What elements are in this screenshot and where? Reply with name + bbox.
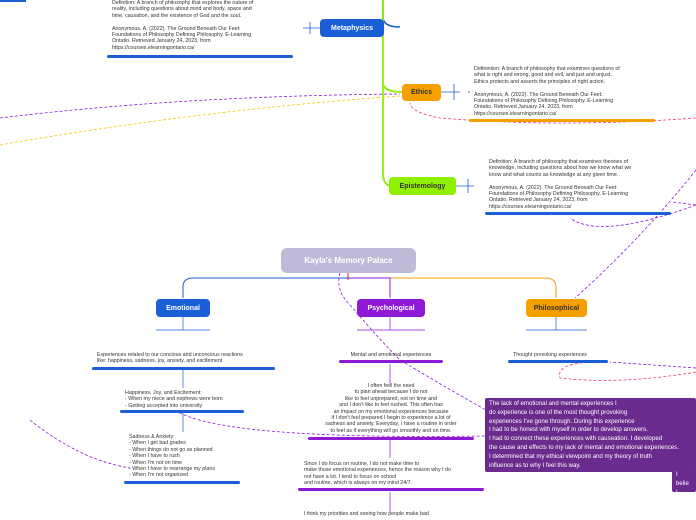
ethics-note-underline [469,119,655,122]
emotional-sadness-underline [124,481,240,484]
node-ethics[interactable]: Ethics [402,84,441,101]
metaphysics-note-underline [107,55,293,58]
node-epistemology[interactable]: Epistemology [389,177,456,195]
psychological-paragraph-1-underline [308,437,474,440]
epistemology-note-underline [485,212,671,215]
thought-callout-small[interactable]: I belie I think [672,469,696,492]
node-metaphysics[interactable]: Metaphysics [320,19,384,37]
emotional-sadness-note: Sadness & Anxiety: - When I get bad grad… [129,434,215,479]
node-emotional[interactable]: Emotional [156,299,210,317]
philosophical-note: Thought provoking experiences [513,352,587,358]
metaphysics-note: Definition: A branch of philosophy that … [112,0,254,51]
root-node[interactable]: Kayla's Memory Palace [281,248,416,273]
emotional-happiness-note: Happiness, Joy, and Excitement: - When m… [125,390,223,409]
psychological-note-underline [339,360,443,363]
philosophical-note-underline [508,360,608,363]
epistemology-note: Definition: A branch of philosophy that … [489,159,632,210]
emotional-note-underline [92,367,275,370]
emotional-happiness-underline [120,410,244,413]
node-philosophical[interactable]: Philosophical [526,299,587,317]
psychological-paragraph-2: Since I do focus on routine, I do not ma… [304,461,451,487]
psychological-note: Mental and emotional experiences [350,352,432,358]
node-psychological[interactable]: Psychological [357,299,425,317]
thought-callout[interactable]: The lack of emotional and mental experie… [485,398,696,472]
ethics-note: Definintion: A branch of philosophy that… [474,66,620,117]
psychological-paragraph-3: I think my priorities and seeing how peo… [304,511,429,517]
psychological-paragraph-1: I often feel the need to plan ahead beca… [325,383,457,434]
psychological-paragraph-2-underline [298,488,484,491]
emotional-note: Experiences related to our concious and … [97,352,243,365]
